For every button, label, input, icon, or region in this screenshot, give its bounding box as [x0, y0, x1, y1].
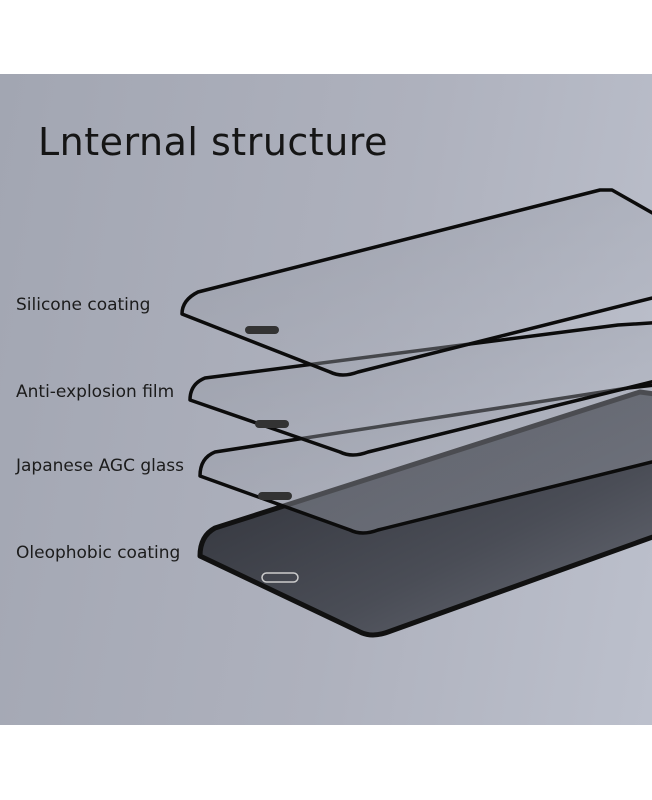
- layer-anti-explosion: [188, 321, 652, 457]
- label-anti-explosion-film: Anti-explosion film: [16, 382, 175, 402]
- earpiece-icon: [245, 326, 279, 334]
- label-oleophobic-coating: Oleophobic coating: [16, 543, 181, 563]
- label-silicone-coating: Silicone coating: [16, 295, 151, 315]
- page-title: Lnternal structure: [38, 120, 388, 164]
- label-japanese-agc-glass: Japanese AGC glass: [16, 456, 185, 476]
- earpiece-icon: [261, 572, 299, 583]
- layers-illustration: [180, 188, 652, 638]
- layer-agc-glass: [198, 383, 652, 535]
- earpiece-icon: [258, 492, 292, 500]
- layer-silicone: [180, 188, 652, 377]
- earpiece-icon: [255, 420, 289, 428]
